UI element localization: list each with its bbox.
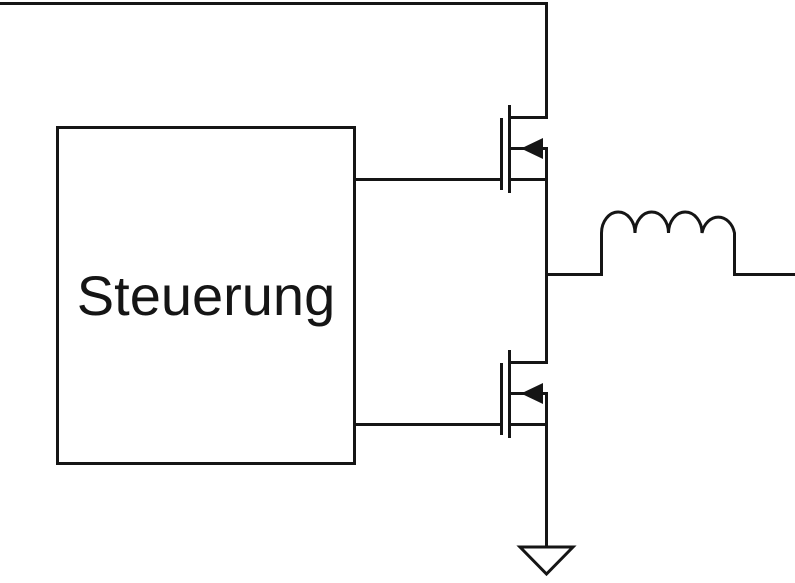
high-side-drain-stub (509, 116, 548, 119)
supply-rail-wire (0, 2, 548, 5)
low-side-body-stub (509, 392, 548, 395)
control-block: Steuerung (56, 126, 356, 465)
low-side-gate-bar (500, 363, 503, 435)
high-side-source-stub (509, 178, 548, 181)
low-side-source-stub (509, 423, 548, 426)
high-side-gate-wire (355, 178, 502, 181)
switch-node-wire (545, 147, 548, 364)
low-side-drain-stub (509, 361, 548, 364)
control-block-label: Steuerung (76, 263, 336, 327)
low-side-gate-wire (355, 423, 502, 426)
inductor-left-lead-wire (546, 273, 602, 276)
inductor-right-lead-wire (733, 273, 795, 276)
inductor-coil-icon (600, 210, 736, 276)
ground-drop-wire (545, 392, 548, 549)
high-side-gate-bar (500, 118, 503, 190)
ground-symbol-icon (516, 545, 577, 577)
high-side-body-stub (509, 147, 548, 150)
supply-drop-wire (545, 2, 548, 119)
